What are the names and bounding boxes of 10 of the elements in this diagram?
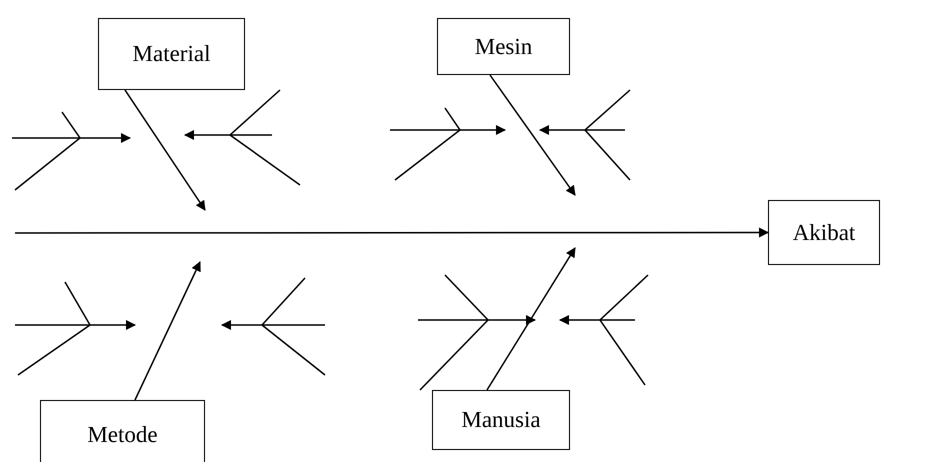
bone-arrow [489,74,576,196]
bone-arrow [134,261,201,400]
cause-box: Manusia [432,390,570,450]
effect-box: Akibat [768,200,880,265]
bone-arrow [486,247,576,390]
cause-box: Material [98,18,245,90]
spine-arrow [15,228,769,238]
bone-arrow [124,90,206,211]
cause-box: Metode [40,400,205,462]
cause-box: Mesin [437,18,570,75]
